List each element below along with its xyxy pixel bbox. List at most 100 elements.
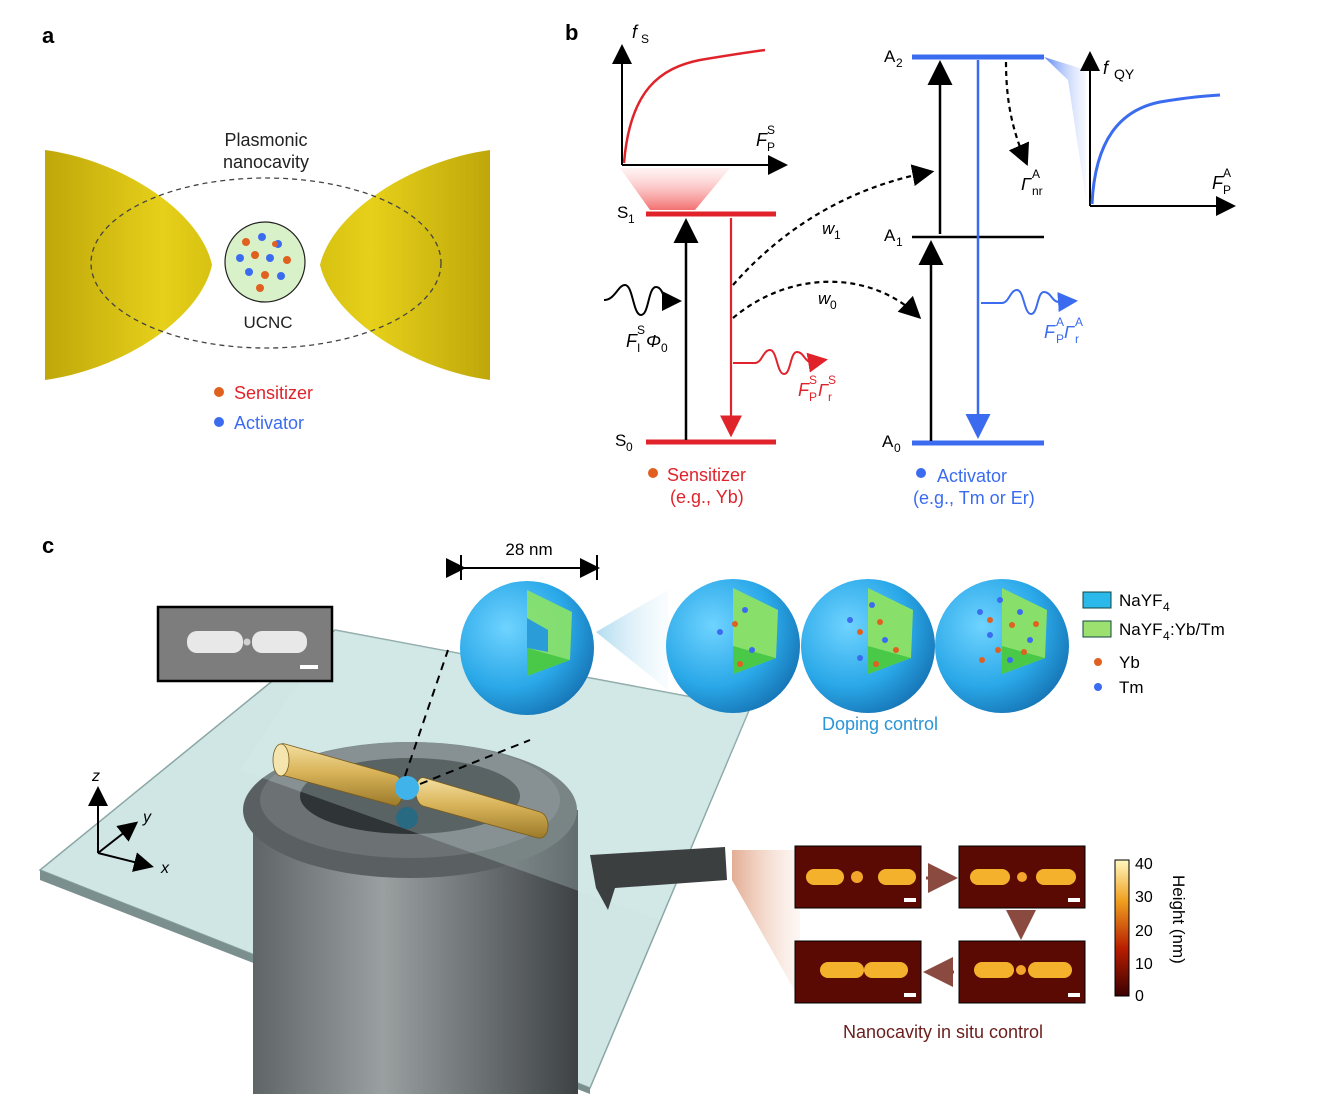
svg-text:P: P — [809, 390, 817, 404]
cavity-label-line2: nanocavity — [223, 152, 309, 172]
svg-text:r: r — [1075, 332, 1079, 346]
svg-text:NaYF: NaYF — [1119, 620, 1162, 639]
svg-text:r: r — [828, 390, 832, 404]
legend-sensitizer: Sensitizer — [234, 383, 313, 403]
svg-text:I: I — [637, 341, 640, 355]
svg-text:S: S — [637, 323, 645, 337]
afm-cantilever — [590, 847, 727, 910]
xyz-axes: z y x — [88, 768, 170, 877]
svg-text:Activator: Activator — [937, 466, 1007, 486]
svg-text:0: 0 — [626, 440, 633, 454]
svg-text:nr: nr — [1032, 184, 1043, 198]
svg-text:0: 0 — [661, 341, 668, 355]
legend-activator: Activator — [234, 413, 304, 433]
gold-nanorod-dimer — [272, 743, 549, 839]
svg-text:F: F — [1212, 173, 1224, 193]
svg-text:0: 0 — [1135, 988, 1144, 1005]
sensitizer-dot-icon — [214, 387, 224, 397]
svg-text:P: P — [1056, 332, 1064, 346]
svg-text:x: x — [160, 860, 170, 877]
svg-text:f: f — [632, 22, 639, 42]
svg-text:P: P — [1223, 183, 1231, 197]
activator-dot-icon-b — [916, 468, 926, 478]
svg-text:y: y — [142, 809, 152, 826]
svg-text:1: 1 — [896, 235, 903, 249]
svg-text:Tm: Tm — [1119, 678, 1144, 697]
svg-text:S: S — [641, 32, 649, 46]
svg-text:w: w — [822, 219, 836, 238]
svg-text:40: 40 — [1135, 856, 1153, 873]
inset-sensitizer-curve: f S F S P — [612, 22, 788, 210]
svg-text:30: 30 — [1135, 889, 1153, 906]
svg-text:Sensitizer: Sensitizer — [667, 465, 746, 485]
svg-text:4: 4 — [1163, 629, 1170, 643]
ucnc-particle — [224, 221, 306, 303]
svg-text:A: A — [884, 47, 896, 66]
svg-text:F: F — [626, 331, 638, 351]
sensitizer-dot-icon-b — [648, 468, 658, 478]
svg-text:Γ: Γ — [1064, 322, 1075, 342]
svg-text:1: 1 — [834, 228, 841, 242]
svg-text:S: S — [828, 373, 836, 387]
panel-b-label: b — [565, 20, 578, 45]
panel-a-diagram: Plasmonic nanocavity UCNC Sensitizer Act… — [45, 130, 490, 433]
svg-text:0: 0 — [830, 298, 837, 312]
svg-text:A: A — [882, 432, 894, 451]
doping-control-label: Doping control — [822, 714, 938, 734]
svg-text:20: 20 — [1135, 923, 1153, 940]
panel-c-label: c — [42, 533, 54, 558]
svg-text:F: F — [756, 130, 768, 150]
svg-text:Height (nm): Height (nm) — [1169, 875, 1188, 964]
panel-c-diagram: z y x 28 nm — [38, 540, 1225, 1094]
gold-tip-left — [45, 150, 212, 380]
svg-text:0: 0 — [894, 441, 901, 455]
emission-wave-s — [733, 348, 828, 376]
inset-activator-curve: f QY F A P — [1044, 51, 1236, 216]
transfer-w1 — [732, 164, 935, 286]
panel-c-legend: NaYF 4 NaYF 4 :Yb/Tm Yb Tm — [1082, 591, 1225, 697]
svg-text:NaYF: NaYF — [1119, 591, 1162, 610]
svg-text:4: 4 — [1163, 600, 1170, 614]
svg-text:F: F — [1044, 322, 1056, 342]
svg-text:S: S — [615, 431, 626, 450]
svg-text:z: z — [91, 768, 100, 785]
svg-text:A: A — [1223, 166, 1231, 180]
ucnc-label: UCNC — [243, 313, 292, 332]
svg-text:(e.g., Tm or Er): (e.g., Tm or Er) — [913, 488, 1035, 508]
cavity-label-line1: Plasmonic — [224, 130, 307, 150]
emission-wave-a — [981, 288, 1078, 316]
ucnc-dopants — [236, 233, 291, 292]
nanoparticle-spheres — [460, 579, 1069, 715]
scale-label: 28 nm — [505, 540, 552, 559]
svg-text:10: 10 — [1135, 956, 1153, 973]
svg-text:A: A — [1032, 167, 1040, 181]
svg-text::Yb/Tm: :Yb/Tm — [1170, 620, 1225, 639]
svg-text:S: S — [809, 373, 817, 387]
excitation-wave — [603, 283, 682, 317]
svg-text:2: 2 — [896, 56, 903, 70]
svg-text:Φ: Φ — [646, 331, 661, 351]
svg-text:A: A — [884, 226, 896, 245]
gold-tip-right — [320, 150, 490, 380]
nanocavity-control-label: Nanocavity in situ control — [843, 1022, 1043, 1042]
svg-text:F: F — [798, 380, 810, 400]
svg-text:Γ: Γ — [818, 380, 829, 400]
svg-text:QY: QY — [1114, 66, 1135, 82]
afm-images — [794, 845, 1086, 1004]
svg-text:A: A — [1056, 315, 1064, 329]
svg-text:1: 1 — [628, 212, 635, 226]
height-colorbar: 40 30 20 10 0 Height (nm) — [1114, 856, 1188, 1005]
svg-text:S: S — [767, 123, 775, 137]
panel-a-label: a — [42, 23, 55, 48]
svg-text:(e.g., Yb): (e.g., Yb) — [670, 487, 744, 507]
svg-text:f: f — [1103, 58, 1110, 78]
activator-dot-icon — [214, 417, 224, 427]
svg-text:S: S — [617, 203, 628, 222]
svg-text:Yb: Yb — [1119, 653, 1140, 672]
svg-text:A: A — [1075, 315, 1083, 329]
svg-text:P: P — [767, 140, 775, 154]
nanocavity-outline — [90, 177, 442, 349]
svg-text:w: w — [818, 289, 832, 308]
